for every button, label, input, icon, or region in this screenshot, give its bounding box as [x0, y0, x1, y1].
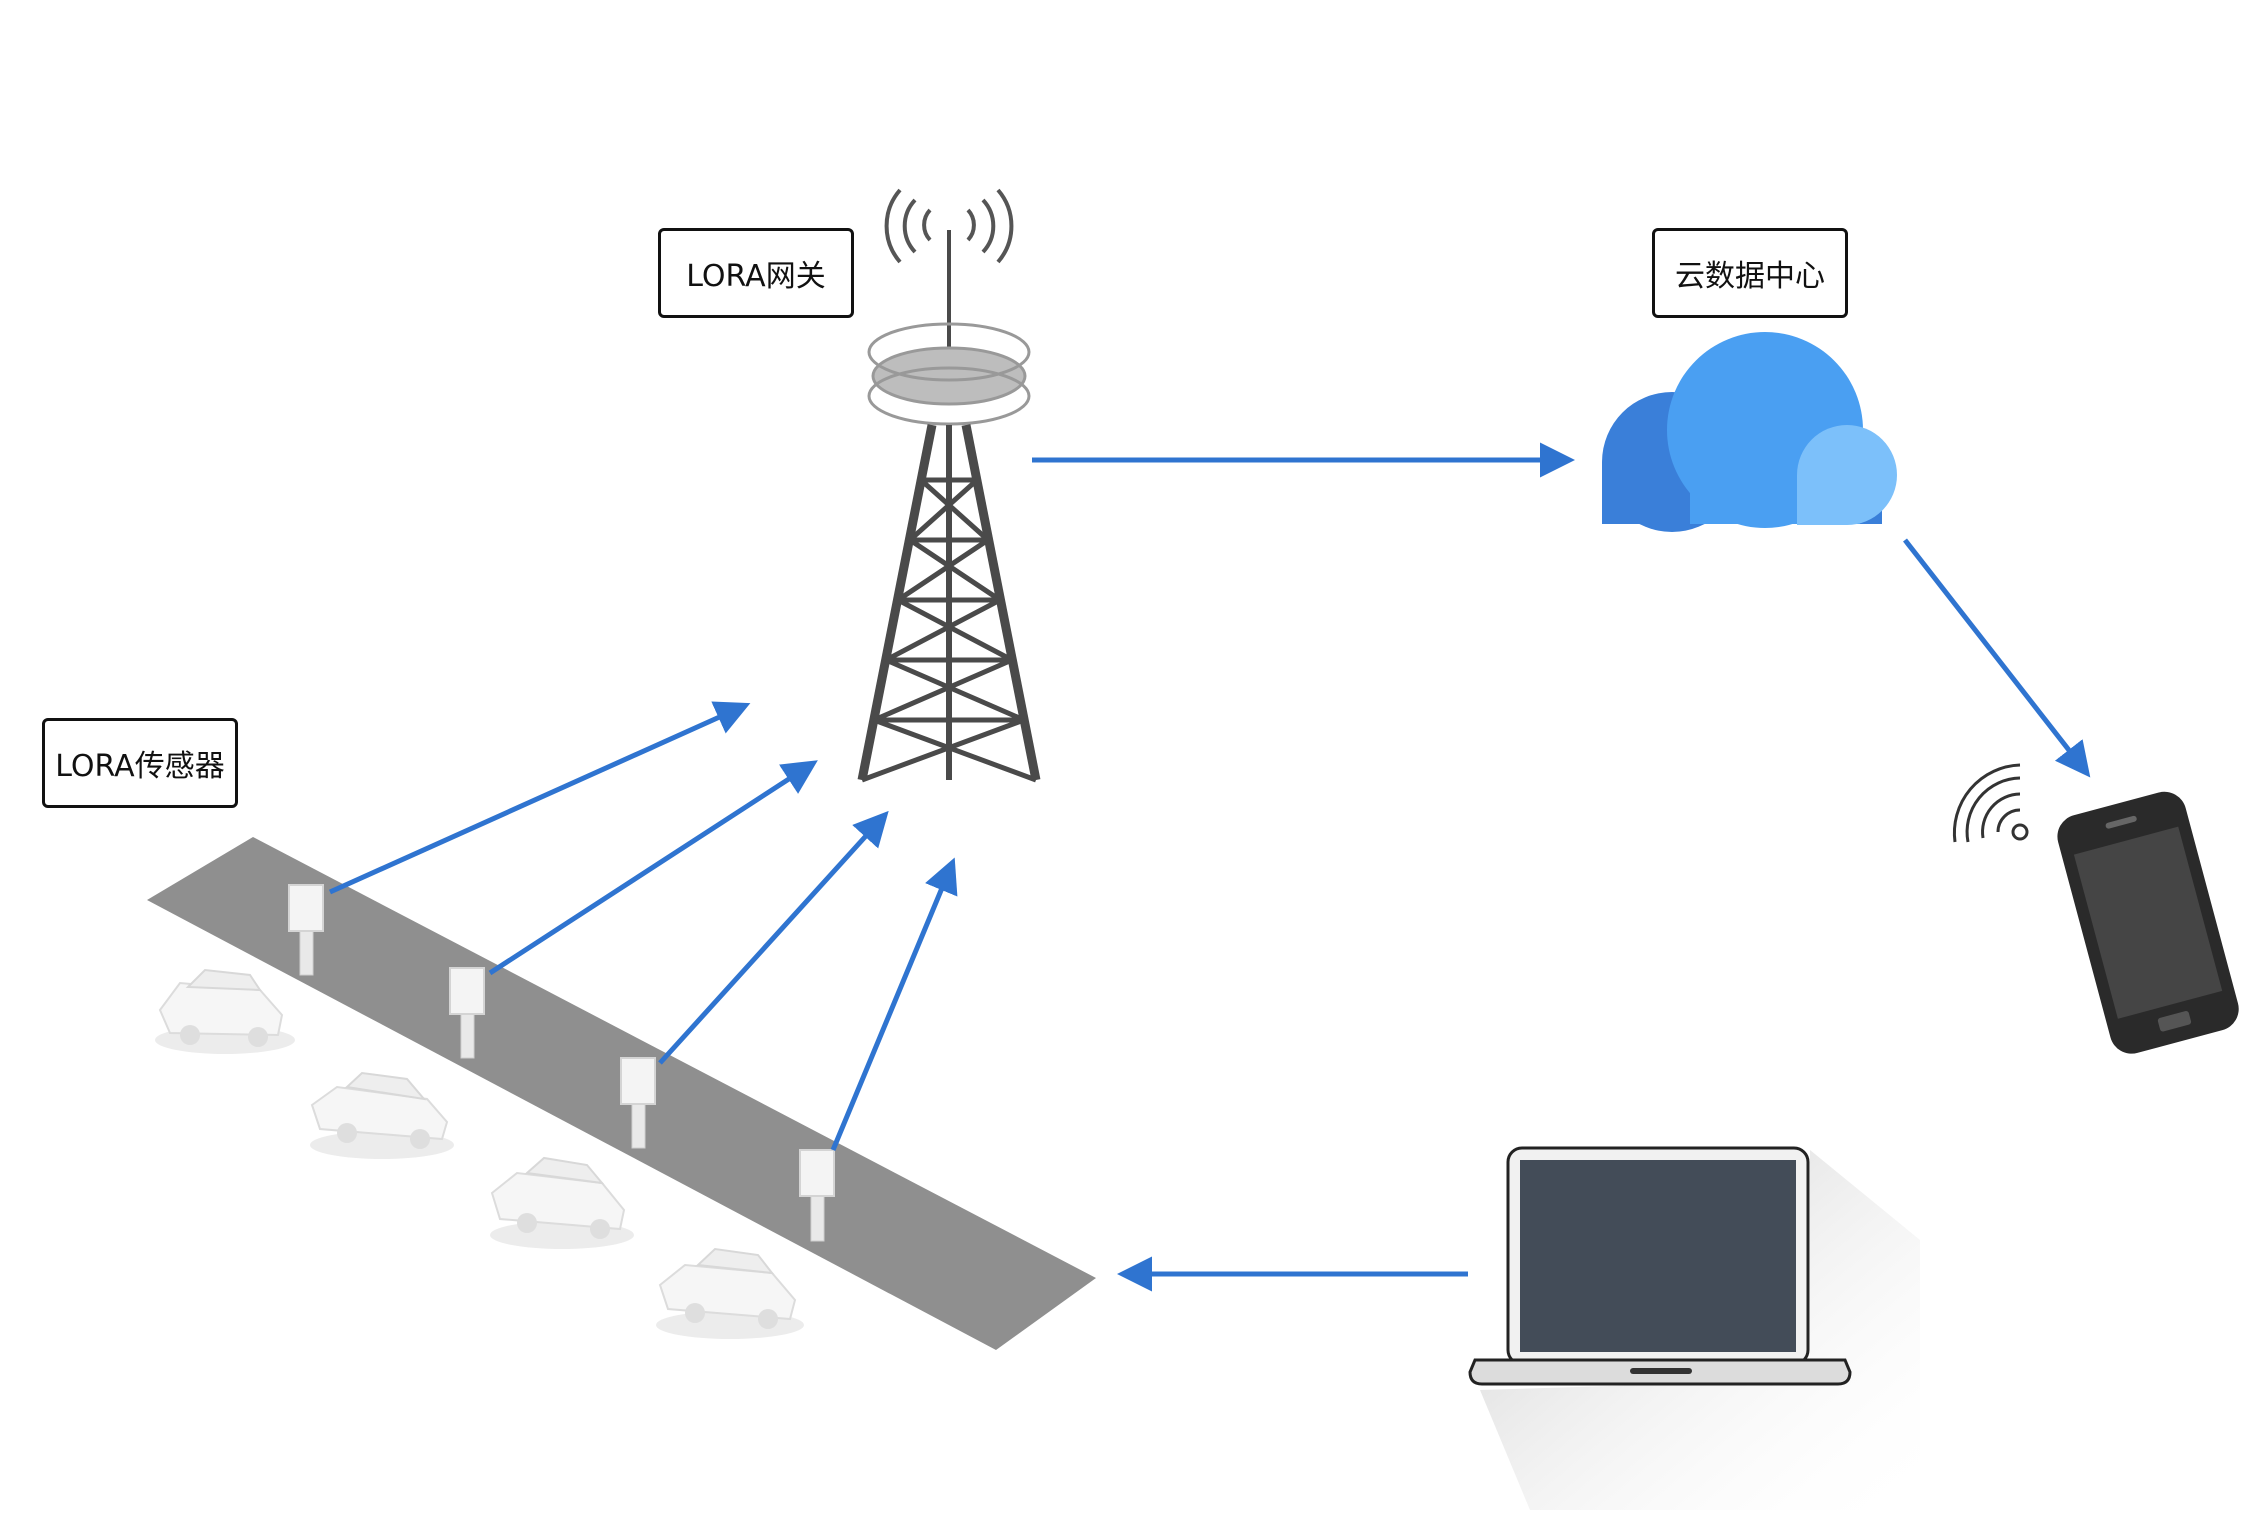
arrow-sensor1-to-gateway [328, 701, 751, 895]
arrow-sensor2-to-gateway [488, 760, 818, 976]
lora-sensor [449, 967, 485, 1059]
data-flow-arrows [328, 442, 2091, 1292]
laptop-icon [1468, 1146, 1920, 1510]
car [155, 968, 295, 1054]
cloud-label: 云数据中心 [1652, 228, 1848, 318]
gateway-label: LORA网关 [658, 228, 854, 318]
road-scene [147, 837, 1096, 1350]
arrow-cloud-to-phone [1903, 538, 2091, 778]
cloud-icon [1602, 332, 1897, 532]
car [490, 1156, 634, 1249]
lora-gateway-tower [857, 188, 1041, 783]
lora-sensor [288, 884, 324, 976]
sensor-label: LORA传感器 [42, 718, 238, 808]
lora-sensor [799, 1149, 835, 1242]
arrow-sensor3-to-gateway [658, 810, 889, 1065]
smartphone-icon [1952, 763, 2239, 1054]
arrow-sensor4-to-gateway [830, 857, 958, 1151]
signal-waves-icon [884, 188, 1014, 264]
car [310, 1071, 454, 1159]
wifi-signal-icon [1952, 763, 2029, 843]
car [656, 1247, 804, 1339]
lora-sensor [620, 1057, 656, 1149]
